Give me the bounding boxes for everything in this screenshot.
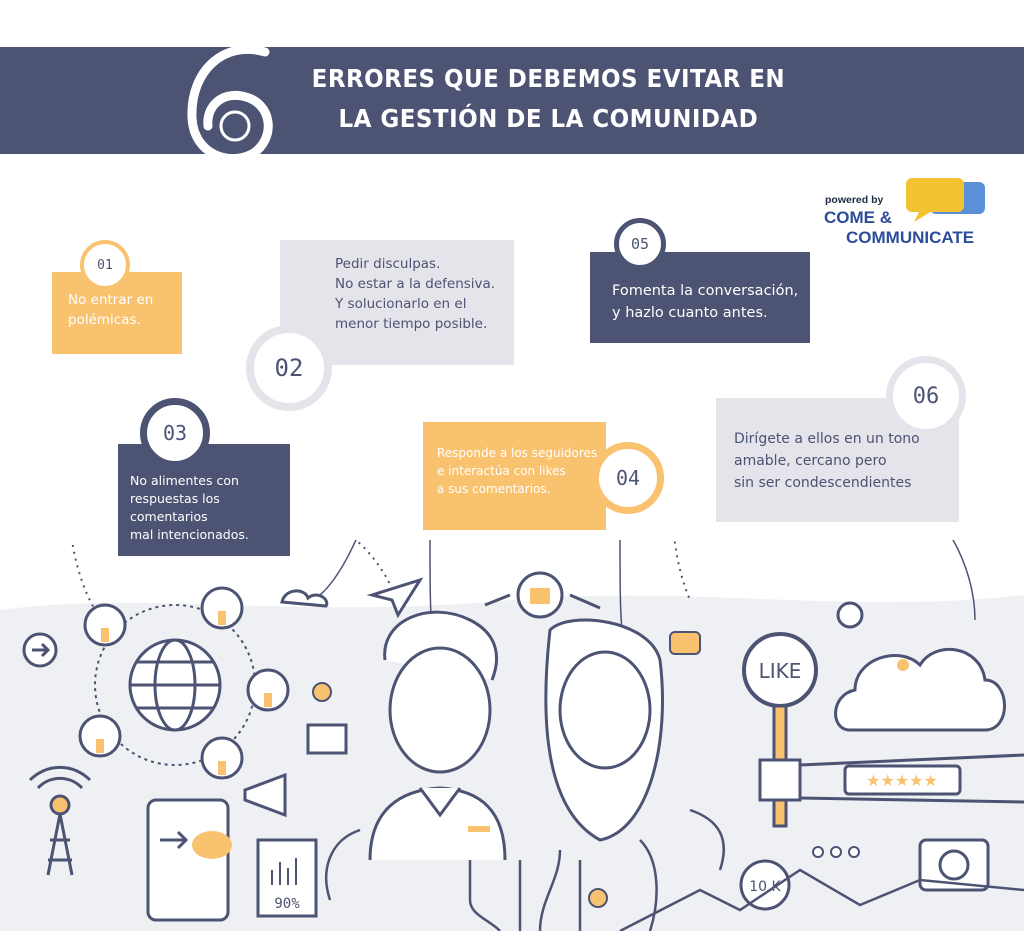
error-06-line-1: Dirígete a ellos en un tono	[734, 431, 920, 447]
brand-name-line-2: COMMUNICATE	[846, 228, 975, 247]
error-05-line-1: Fomenta la conversación,	[612, 283, 799, 299]
globe-icon	[128, 638, 222, 732]
stat-percent-label: 90%	[274, 896, 300, 912]
powered-by-label: powered by	[825, 194, 884, 206]
people-group-icon	[812, 846, 860, 858]
error-05-line-2: y hazlo cuanto antes.	[612, 305, 768, 321]
error-02-line-1: Pedir disculpas.	[335, 256, 441, 272]
followers-count-label: 10.K	[749, 879, 781, 895]
error-number-02: 02	[246, 325, 332, 411]
error-06-line-3: sin ser condescendientes	[734, 475, 912, 491]
error-04-line-3: a sus comentarios.	[437, 482, 551, 496]
monitor-chart-icon	[306, 723, 348, 755]
cloud-icon	[280, 589, 329, 608]
error-06-line-2: amable, cercano pero	[734, 453, 887, 469]
error-card-01: No entrar en polémicas.	[52, 272, 182, 354]
report-document-icon	[256, 838, 318, 918]
error-number-01: 01	[80, 240, 130, 290]
error-card-03: No alimentes con respuestas los comentar…	[118, 444, 290, 556]
error-number-05: 05	[614, 218, 666, 270]
error-card-04: Responde a los seguidores e interactúa c…	[423, 422, 606, 530]
paper-plane-icon	[366, 577, 424, 619]
error-number-03: 03	[140, 398, 210, 468]
error-04-line-2: e interactúa con likes	[437, 464, 566, 478]
error-03-line-3: mal intencionados.	[130, 527, 249, 542]
plus-icon	[312, 682, 332, 702]
error-01-line-1: No entrar en	[68, 292, 154, 308]
chat-bubble-icon	[669, 631, 701, 655]
followers-badge	[739, 859, 791, 911]
error-04-line-1: Responde a los seguidores	[437, 446, 598, 460]
thumbs-up-icon	[516, 571, 564, 619]
error-03-line-2: respuestas los comentarios	[130, 491, 220, 524]
social-media-illustration: 90% LIKE ★★★★★	[0, 540, 1024, 931]
like-sign-label: LIKE	[759, 659, 802, 683]
error-03-line-1: No alimentes con	[130, 473, 239, 488]
man-avatar	[368, 610, 507, 861]
error-card-05: Fomenta la conversación, y hazlo cuanto …	[590, 252, 810, 343]
camera-icon	[918, 838, 990, 892]
error-number-06: 06	[886, 356, 966, 436]
error-02-line-3: Y solucionarlo en el	[335, 296, 467, 312]
error-01-line-2: polémicas.	[68, 312, 141, 328]
header-banner	[0, 47, 1024, 154]
error-number-04: 04	[592, 442, 664, 514]
social-cloud-icon	[834, 648, 1006, 732]
brand-logo: powered by COME & COMMUNICATE	[820, 178, 1010, 260]
user-avatar-icons	[78, 586, 290, 780]
error-02-line-2: No estar a la defensiva.	[335, 276, 496, 292]
page-title-line-1: ERRORES QUE DEBEMOS EVITAR EN	[311, 64, 786, 93]
radio-tower-icon	[28, 765, 92, 876]
page-title-line-2: LA GESTIÓN DE LA COMUNIDAD	[338, 104, 759, 133]
error-02-line-4: menor tiempo posible.	[335, 316, 488, 332]
rating-stars-icon: ★★★★★	[866, 773, 938, 790]
brand-name-line-1: COME &	[824, 208, 892, 227]
megaphone-icon	[243, 772, 287, 818]
hand-icon	[758, 753, 1024, 804]
woman-avatar	[544, 618, 664, 842]
star-rating-bar: ★★★★★	[843, 764, 962, 796]
chat-bubbles-icon	[906, 178, 985, 222]
tablet-icon	[146, 798, 232, 922]
number-six-graphic	[187, 44, 273, 164]
plus-icon	[588, 888, 608, 908]
up-arrow-icon	[836, 601, 864, 629]
